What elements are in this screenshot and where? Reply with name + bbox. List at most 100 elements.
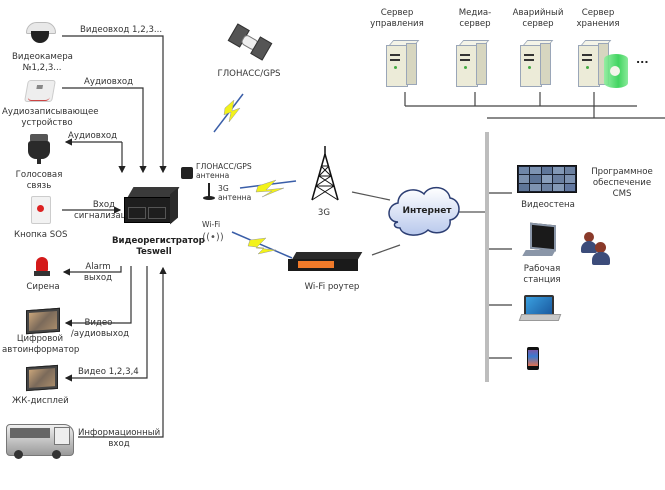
audio-recorder-label-line1: Аудиозаписывающее <box>2 107 99 117</box>
informer-label: Цифровой автоинформатор <box>2 334 80 356</box>
wifi-signal-icon: ((•)) <box>202 232 224 243</box>
3g-antenna-icon <box>203 183 215 201</box>
audio-recorder-link-label: Аудиовход <box>84 77 134 87</box>
laptop-icon[interactable] <box>518 295 562 321</box>
storage-database-icon <box>604 54 628 88</box>
more-servers-ellipsis: ... <box>636 53 649 66</box>
phone-icon[interactable] <box>527 347 539 370</box>
3g-antenna-label-line1: 3G <box>218 184 229 193</box>
voice-mic-icon[interactable] <box>28 134 50 164</box>
dvr-label-line1: Видеорегистратор <box>112 236 205 246</box>
server-management-label-line1: Сервер <box>380 8 414 18</box>
3g-antenna-label-line2: антенна <box>218 193 252 202</box>
camera-icon[interactable] <box>26 22 56 44</box>
wifi-router-label: Wi-Fi роутер <box>304 282 360 292</box>
wire-tower-internet <box>351 191 391 201</box>
server-management-label: Сервер управления <box>370 8 424 30</box>
wire-camera <box>62 35 167 174</box>
bus-icon[interactable] <box>6 422 74 460</box>
wire-lcd <box>64 266 148 382</box>
server-management-label-line2: управления <box>370 19 424 29</box>
audio-recorder-label-line2: устройство <box>21 118 73 128</box>
camera-link-label: Видеовход 1,2,3... <box>80 25 163 35</box>
wire-informer <box>64 266 132 327</box>
workstation-label-line2: станция <box>523 275 561 285</box>
client-bus-bar <box>485 132 489 382</box>
wire-siren <box>62 266 122 276</box>
server-backup-label-line1: Аварийный <box>512 8 564 18</box>
camera-label-line2: №1,2,3... <box>22 63 62 73</box>
sos-link-label-line2: сигнализации <box>74 211 138 221</box>
internet-cloud-icon[interactable] <box>388 186 460 236</box>
server-storage-label-line2: хранения <box>576 19 620 29</box>
dvr-label: Видеорегистратор Teswell <box>112 236 205 258</box>
informer-label-line2: автоинформатор <box>2 345 80 355</box>
bus-link-label: Информационный вход <box>78 428 160 450</box>
wire-bus <box>78 266 167 438</box>
sos-button-icon[interactable] <box>31 196 51 224</box>
cms-label-line2: обеспечение <box>592 178 652 188</box>
workstation-label-line1: Рабочая <box>523 264 561 274</box>
voice-label-line2: связь <box>26 181 52 191</box>
wifi-router-icon[interactable] <box>288 252 364 272</box>
informer-label-line1: Цифровой <box>16 334 64 344</box>
server-storage-icon[interactable] <box>578 40 612 87</box>
voice-link-label: Аудиовход <box>68 131 118 141</box>
videowall-icon[interactable] <box>517 165 577 193</box>
camera-label: Видеокамера №1,2,3... <box>12 52 73 74</box>
videowall-label: Видеостена <box>521 200 575 210</box>
siren-label: Сирена <box>26 282 60 292</box>
server-storage-label: Сервер хранения <box>572 8 624 30</box>
server-backup-label: Аварийный сервер <box>508 8 568 30</box>
dvr-label-line2: Teswell <box>136 247 172 257</box>
bus-link-label-line1: Информационный <box>78 428 161 438</box>
siren-link-label-line2: выход <box>83 273 113 283</box>
voice-label: Голосовая связь <box>14 170 64 192</box>
wifi-label: Wi-Fi <box>202 220 221 229</box>
audio-recorder-label: Аудиозаписывающее устройство <box>2 107 99 129</box>
server-media-label-line1: Медиа- <box>458 8 492 18</box>
wireless-bolt-gps <box>213 93 244 133</box>
informer-link-label: Видео- /аудиовыход <box>70 318 130 340</box>
satellite-label: ГЛОНАСС/GPS <box>217 69 281 79</box>
audio-recorder-icon[interactable] <box>24 80 56 102</box>
gps-antenna-label: ГЛОНАСС/GPS антенна <box>196 162 252 180</box>
server-media-label: Медиа- сервер <box>450 8 500 30</box>
gps-antenna-label-line1: ГЛОНАСС/GPS <box>196 162 252 171</box>
wireless-bolt-wifi <box>231 231 293 259</box>
informer-screen-icon[interactable] <box>26 307 60 335</box>
wire-audio-recorder <box>62 87 147 174</box>
cms-label: Программное обеспечение CMS <box>588 167 656 200</box>
bus-link-label-line2: вход <box>108 439 130 449</box>
lcd-label: ЖК-дисплей <box>12 396 69 406</box>
sos-link-label: Вход сигнализации <box>74 200 138 222</box>
workstation-label: Рабочая станция <box>518 264 566 286</box>
lcd-link-label: Видео 1,2,3,4 <box>78 367 139 377</box>
voice-label-line1: Голосовая <box>15 170 63 180</box>
siren-link-label: Alarm выход <box>78 262 118 284</box>
3g-tower-label: 3G <box>317 208 331 218</box>
lcd-display-icon[interactable] <box>26 364 58 392</box>
siren-link-label-line1: Alarm <box>85 262 111 272</box>
siren-icon[interactable] <box>34 257 50 277</box>
internet-label: Интернет <box>402 206 452 216</box>
workstation-icon[interactable] <box>522 222 556 260</box>
camera-label-line1: Видеокамера <box>12 52 73 62</box>
server-management-icon[interactable] <box>386 40 420 87</box>
wireless-bolt-3g <box>239 179 297 198</box>
informer-link-label-line2: /аудиовыход <box>70 329 130 339</box>
server-storage-label-line1: Сервер <box>581 8 615 18</box>
wire-router-internet <box>371 244 401 256</box>
server-media-icon[interactable] <box>456 40 490 87</box>
server-media-label-line2: сервер <box>459 19 491 29</box>
sos-label: Кнопка SOS <box>14 230 68 240</box>
informer-link-label-line1: Видео- <box>84 318 116 328</box>
3g-antenna-label: 3G антенна <box>218 184 251 202</box>
server-backup-icon[interactable] <box>520 40 554 87</box>
3g-tower-icon <box>311 146 339 201</box>
cms-label-line1: Программное <box>591 167 653 177</box>
sos-link-label-line1: Вход <box>92 200 116 210</box>
cms-label-line3: CMS <box>612 189 632 199</box>
dvr-icon[interactable] <box>124 187 180 225</box>
